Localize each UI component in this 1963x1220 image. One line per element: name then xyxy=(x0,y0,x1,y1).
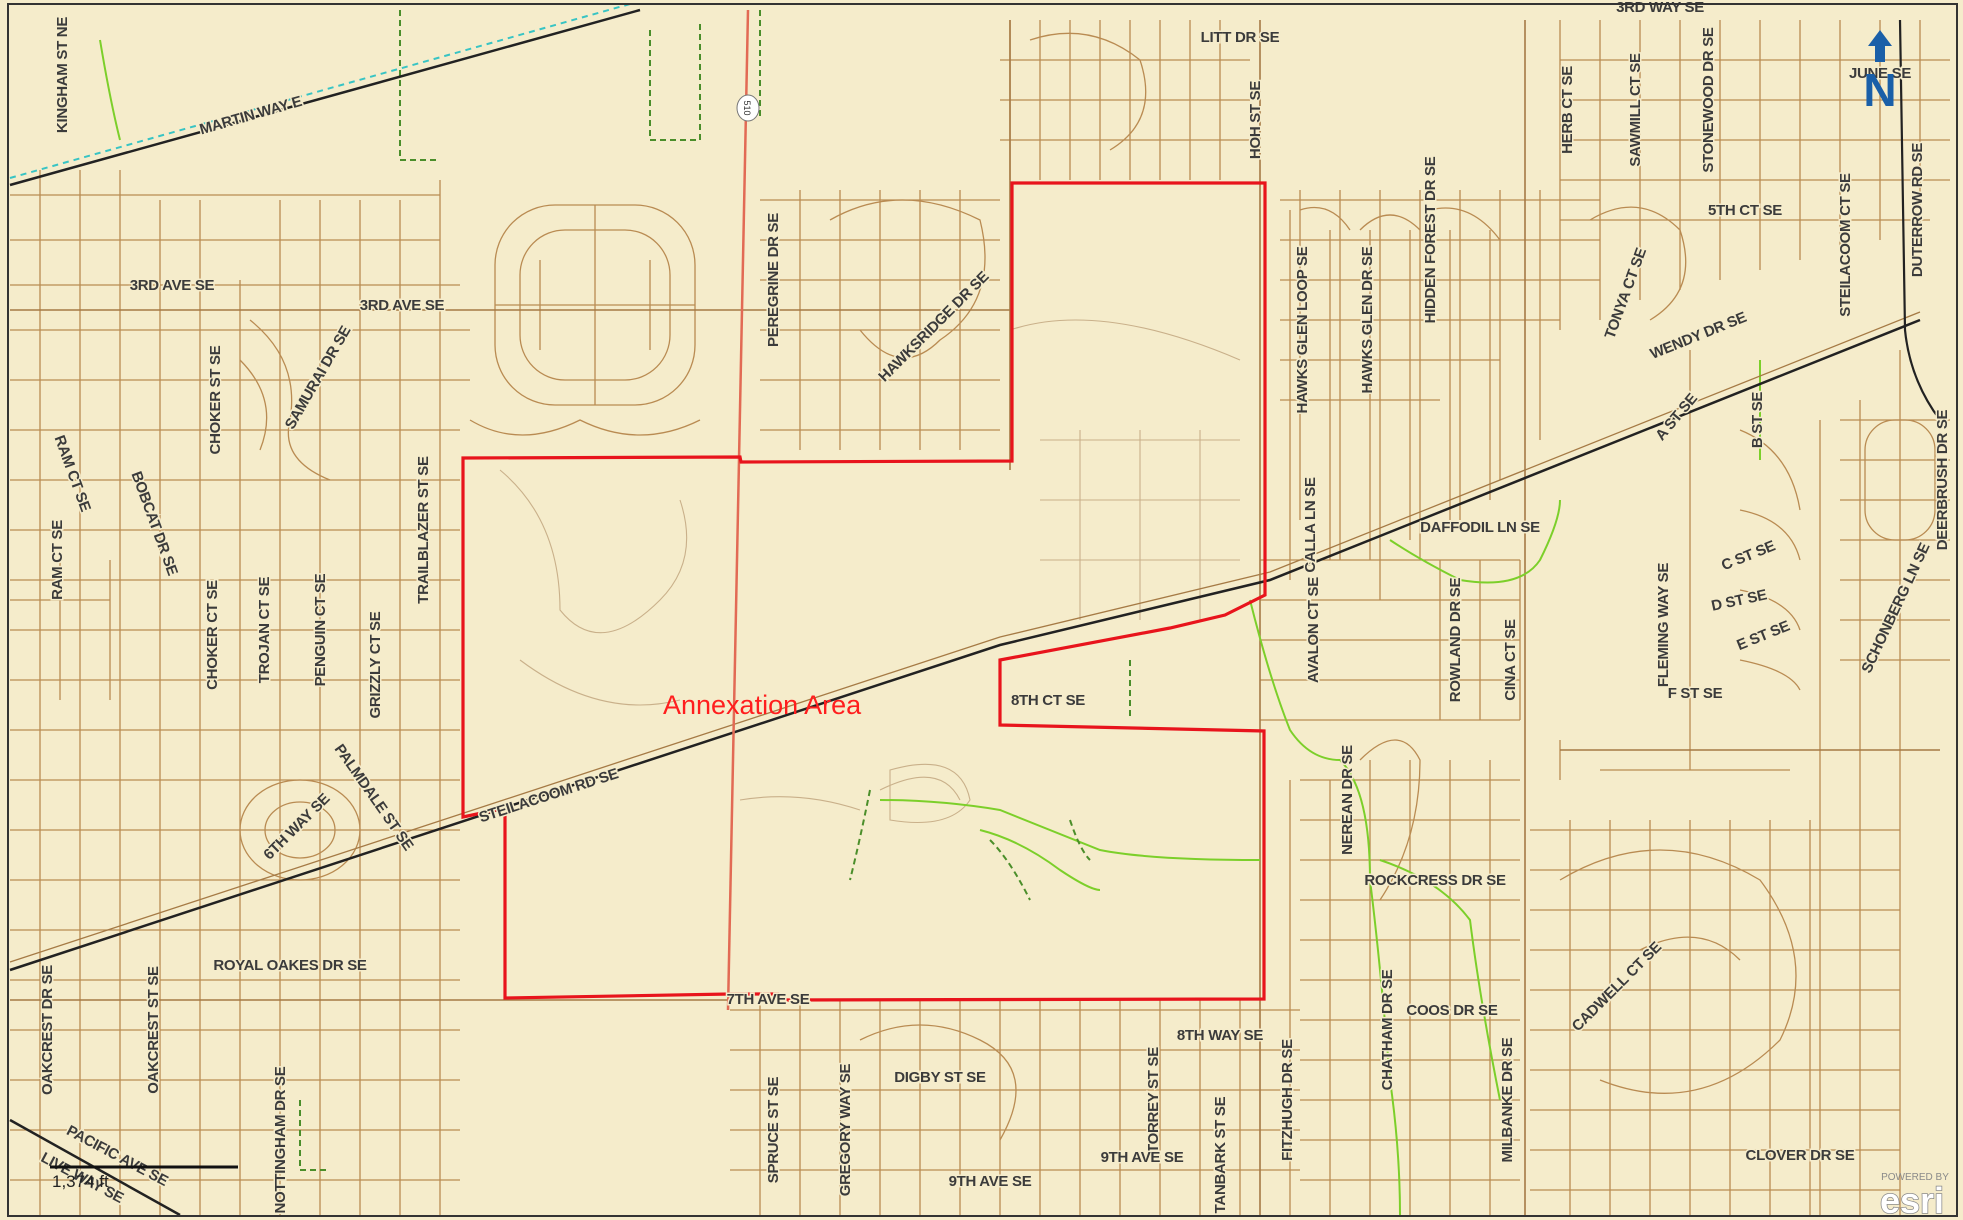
street-label: KINGHAM ST NE xyxy=(54,17,71,133)
street-label: 7TH AVE SE xyxy=(727,991,810,1008)
street-label: 3RD AVE SE xyxy=(360,297,445,314)
street-label: HAWKS GLEN LOOP SE xyxy=(1294,246,1311,413)
major-roads xyxy=(10,20,1940,1215)
annexation-interior-roads xyxy=(499,319,1241,823)
street-label: PENGUIN CT SE xyxy=(312,573,329,686)
parcel-grid-south xyxy=(730,1000,1300,1215)
street-label: NOTTINGHAM DR SE xyxy=(272,1066,289,1213)
street-label: COOS DR SE xyxy=(1406,1002,1497,1019)
street-label: ROWLAND DR SE xyxy=(1447,577,1464,702)
scale-bar: 1,374 ft xyxy=(50,1165,238,1191)
street-label: TORREY ST SE xyxy=(1145,1047,1162,1153)
street-label: 9TH AVE SE xyxy=(949,1173,1032,1190)
north-arrow[interactable]: N xyxy=(1863,30,1897,116)
street-label: HIDDEN FOREST DR SE xyxy=(1422,156,1439,323)
street-label: PEREGRINE DR SE xyxy=(765,213,782,347)
street-label: HOH ST SE xyxy=(1247,81,1264,159)
esri-logo: esri xyxy=(1880,1180,1944,1220)
powered-by-text: POWERED BY xyxy=(1881,1172,1949,1183)
street-label: RAM CT SE xyxy=(49,520,66,600)
street-label: GRIZZLY CT SE xyxy=(367,611,384,718)
street-label: HERB CT SE xyxy=(1559,66,1576,154)
street-label: 3RD AVE SE xyxy=(130,277,215,294)
street-label: F ST SE xyxy=(1668,685,1723,702)
street-label: DIGBY ST SE xyxy=(894,1069,986,1086)
street-label: GREGORY WAY SE xyxy=(837,1063,854,1196)
street-label: CHOKER CT SE xyxy=(204,580,221,690)
street-label: B ST SE xyxy=(1749,392,1766,449)
subdivision-loops-nw xyxy=(239,204,701,881)
street-label: 5TH CT SE xyxy=(1708,202,1782,219)
street-label: FITZHUGH DR SE xyxy=(1279,1039,1296,1161)
street-label: FLEMING WAY SE xyxy=(1655,563,1672,687)
martin-way-road xyxy=(9,8,641,187)
street-label: TROJAN CT SE xyxy=(256,577,273,684)
street-label: 8TH WAY SE xyxy=(1177,1027,1263,1044)
road-network xyxy=(10,20,1950,1215)
street-label: CINA CT SE xyxy=(1502,619,1519,701)
street-label: STEILACOOM CT SE xyxy=(1837,173,1854,317)
route-510-label: 510 xyxy=(742,100,752,115)
street-label: CHATHAM DR SE xyxy=(1379,969,1396,1090)
map-frame xyxy=(7,3,1958,1217)
street-label: 3RD WAY SE xyxy=(1616,0,1704,16)
street-label: LITT DR SE xyxy=(1201,29,1280,46)
north-arrow-icon xyxy=(1868,30,1892,62)
street-label: CALLA LN SE xyxy=(1302,477,1319,573)
street-label: AVALON CT SE xyxy=(1305,577,1322,683)
street-label: SAWMILL CT SE xyxy=(1627,53,1644,167)
duterrow-road-line xyxy=(1898,19,1941,421)
street-label: DEERBRUSH DR SE xyxy=(1934,409,1951,550)
subdivision-hawks-glen xyxy=(1260,206,1521,721)
parcel-grid-east xyxy=(1280,20,1950,1215)
street-label: OAKCREST ST SE xyxy=(145,966,162,1094)
annexation-boundary xyxy=(461,181,1267,1002)
annexation-label: Annexation Area xyxy=(663,690,862,720)
subdivision-peregrine xyxy=(760,20,1250,450)
route-510-line xyxy=(726,9,750,1011)
martin-way-dashed-rail xyxy=(9,3,631,179)
street-label: HAWKS GLEN DR SE xyxy=(1359,246,1376,393)
steilacoom-road-casing xyxy=(9,311,1921,963)
scale-bar-label: 1,374 ft xyxy=(52,1172,109,1191)
trails xyxy=(99,10,1761,1216)
street-label: TANBARK ST SE xyxy=(1212,1096,1229,1213)
north-letter: N xyxy=(1863,64,1896,116)
street-label: DUTERROW RD SE xyxy=(1909,143,1926,277)
street-label: 8TH CT SE xyxy=(1011,692,1085,709)
parcel-grid-west xyxy=(10,170,470,1215)
street-label: TRAILBLAZER ST SE xyxy=(415,456,432,604)
street-label: CHOKER ST SE xyxy=(207,345,224,454)
street-label: STONEWOOD DR SE xyxy=(1700,27,1717,173)
street-label: DAFFODIL LN SE xyxy=(1420,519,1540,536)
street-label: OAKCREST DR SE xyxy=(39,965,56,1095)
street-label: NEREAN DR SE xyxy=(1339,745,1356,855)
street-label: 9TH AVE SE xyxy=(1101,1149,1184,1166)
street-label: JUNE SE xyxy=(1849,65,1911,82)
route-510-shield: 510 xyxy=(736,94,760,122)
street-label: MILBANKE DR SE xyxy=(1499,1037,1516,1162)
street-label: ROYAL OAKES DR SE xyxy=(213,957,367,974)
street-label: CLOVER DR SE xyxy=(1746,1147,1855,1164)
street-label: ROCKCRESS DR SE xyxy=(1364,872,1506,889)
street-label: SPRUCE ST SE xyxy=(765,1076,782,1183)
esri-attribution[interactable]: POWERED BY esri xyxy=(1879,1172,1949,1220)
